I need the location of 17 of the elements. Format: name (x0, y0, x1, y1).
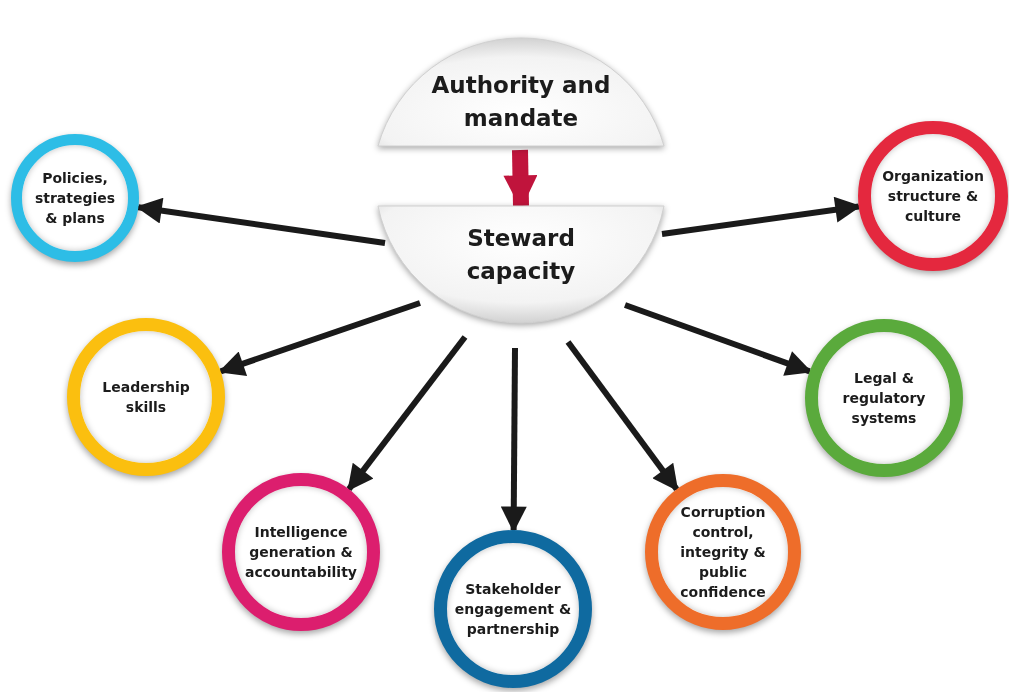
circle-label: Policies, strategies & plans (33, 169, 117, 228)
arrow (624, 302, 813, 376)
dome-label: Steward capacity (465, 223, 577, 286)
arrow (500, 347, 527, 533)
circle-label: Legal & regulatory systems (841, 369, 927, 428)
circle-label: Organization structure & culture (881, 167, 985, 226)
ring-circle (11, 134, 139, 262)
circle-label: Stakeholder engagement & partnership (454, 580, 572, 639)
half-dome (378, 38, 664, 146)
circle-label: Corruption control, integrity & public confidence (679, 503, 767, 602)
circle-label: Intelligence generation & accountability (244, 523, 358, 582)
half-dome (378, 206, 664, 323)
arrow (218, 300, 421, 377)
arrow (346, 335, 468, 492)
dome-label: Authority and mandate (430, 71, 612, 133)
circle-label: Leadership skills (101, 378, 191, 417)
arrow (565, 340, 680, 492)
